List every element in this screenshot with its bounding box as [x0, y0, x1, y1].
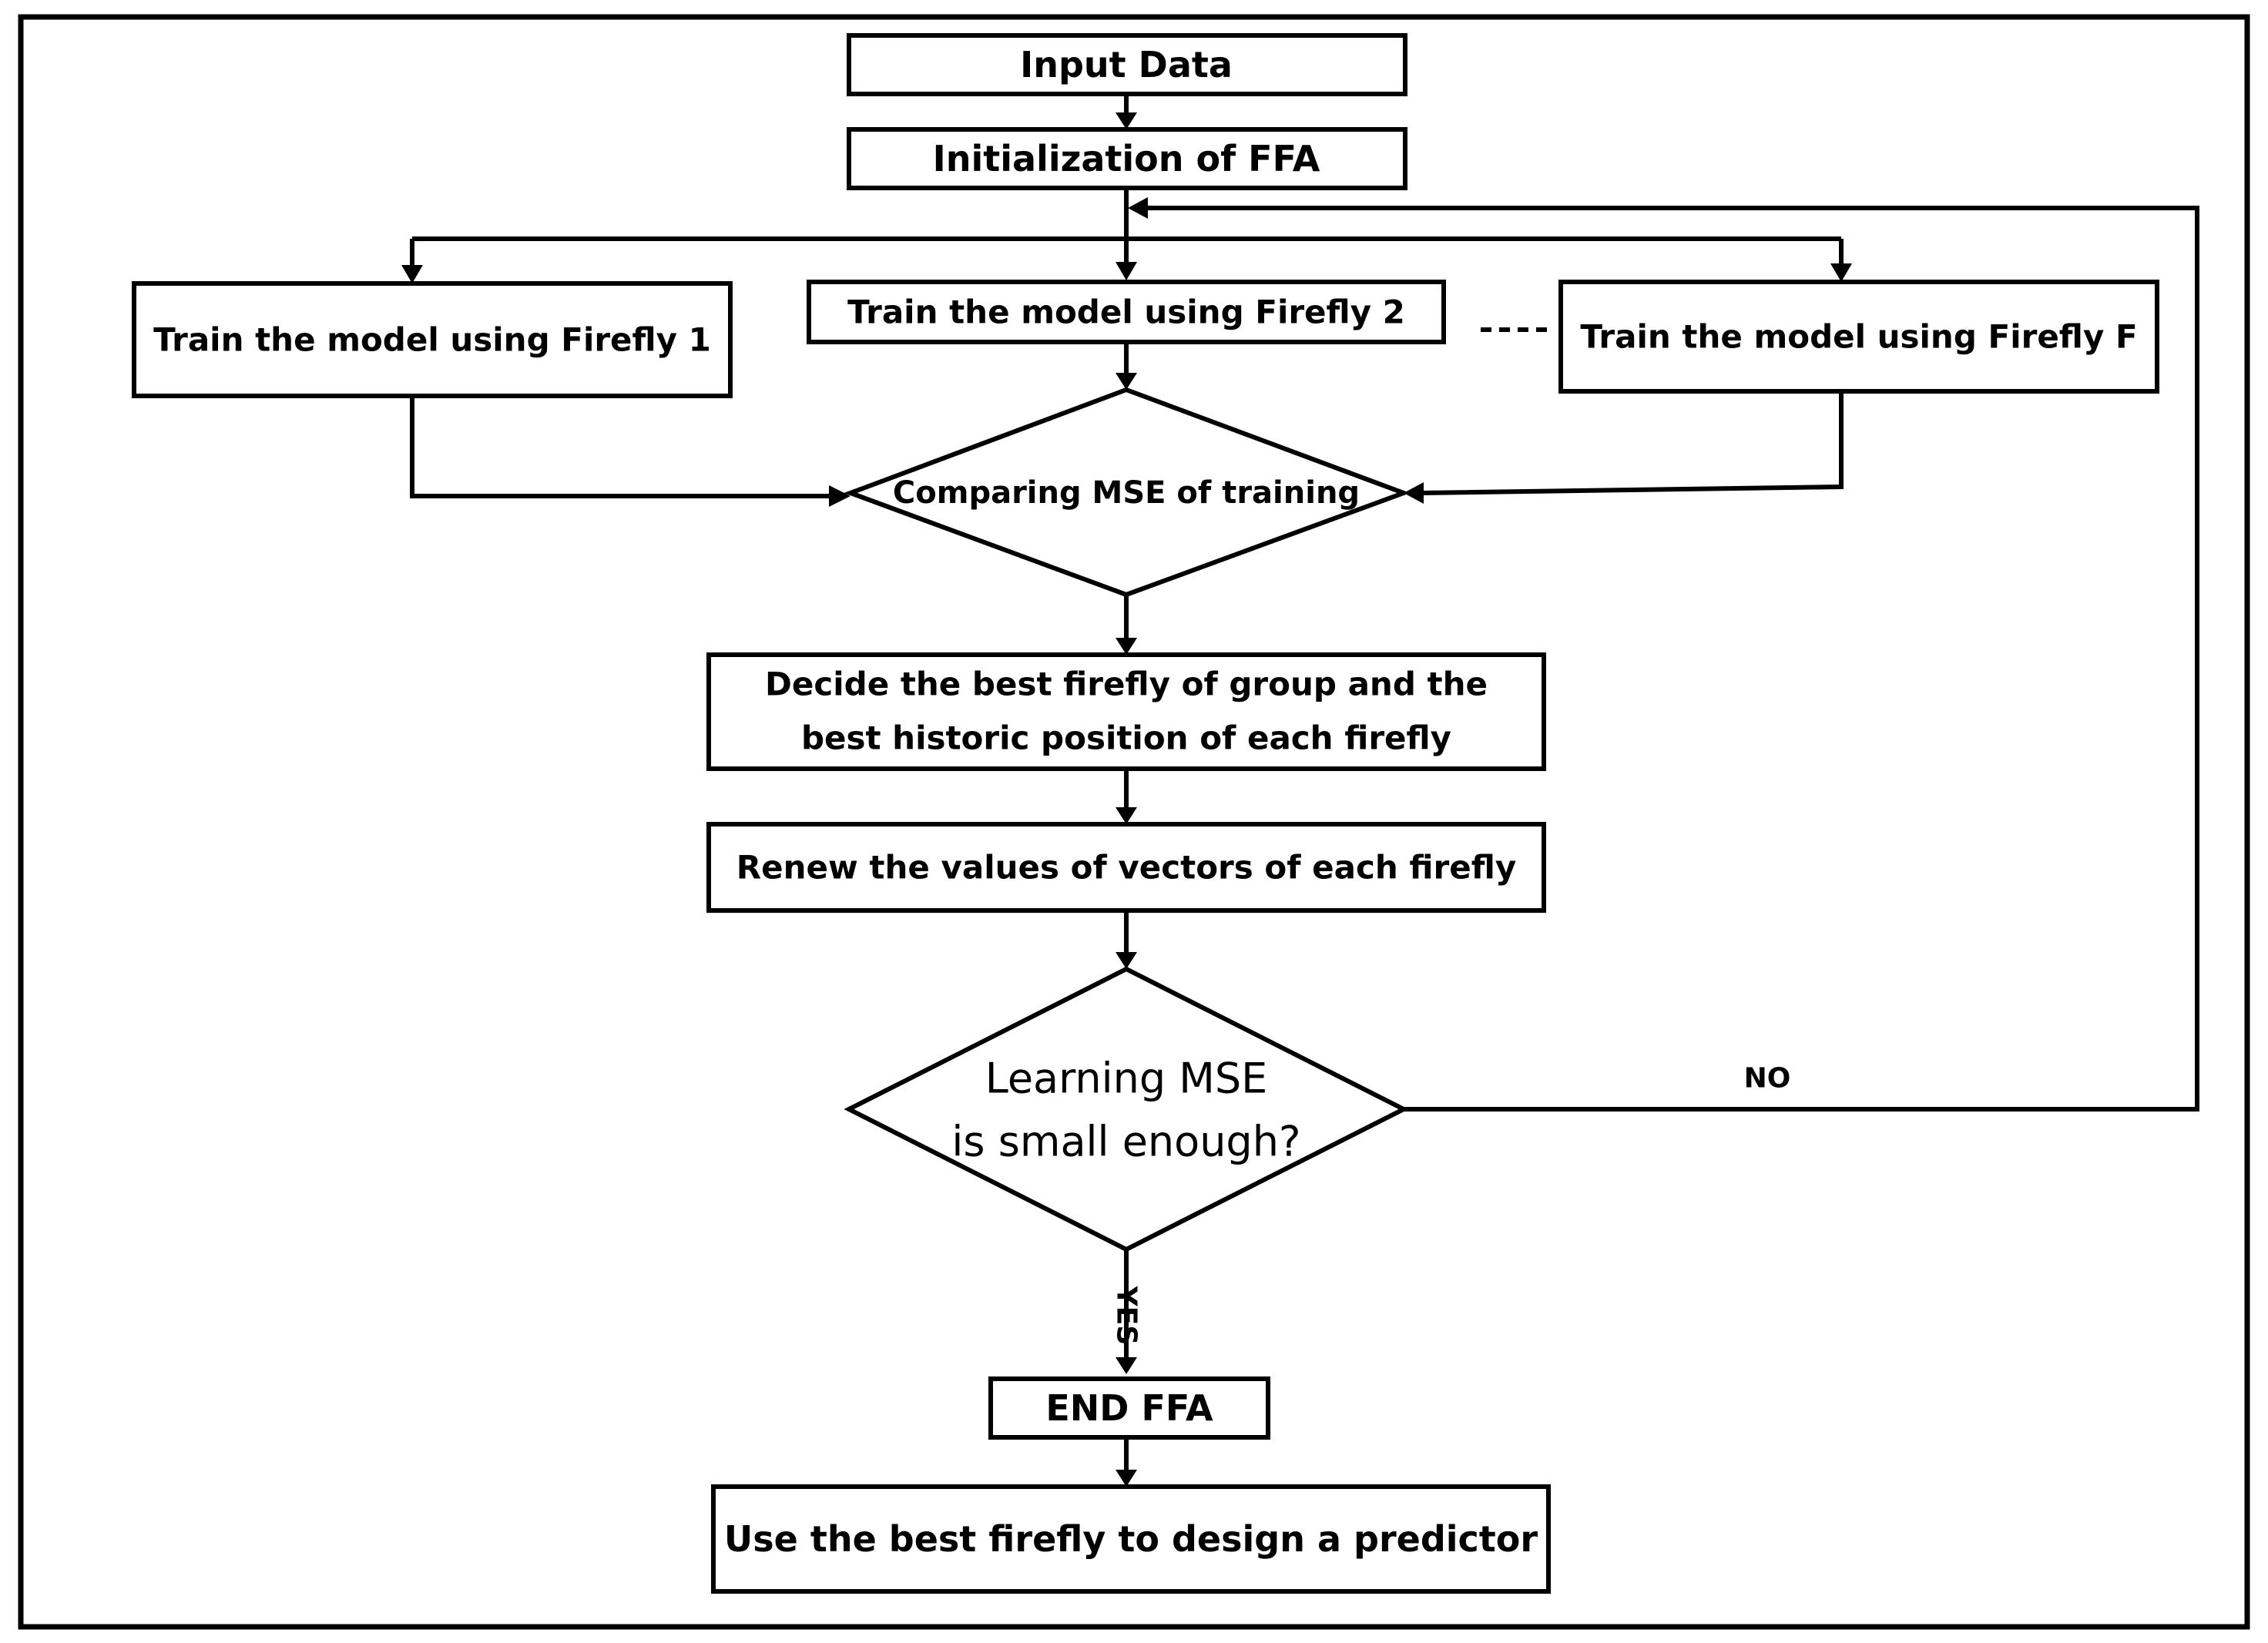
node-init-ffa-label: Initialization of FFA: [933, 138, 1320, 179]
edge-trainf-to-compare: [1421, 391, 1844, 495]
arrow-head: [1116, 1470, 1137, 1487]
arrow-head: [1116, 112, 1137, 129]
arrow-head: [1116, 952, 1137, 969]
node-train-firefly-f: Train the model using Firefly F: [1558, 280, 2159, 394]
outer-frame: [18, 14, 2250, 1630]
edge-train1-to-compare: [410, 396, 832, 498]
arrow-head: [1404, 482, 1424, 504]
node-end-ffa-label: END FFA: [1045, 1387, 1213, 1429]
edge-label-no: NO: [1744, 1063, 1791, 1095]
arrow-head: [829, 485, 850, 507]
edge-label-yes: YES: [1111, 1286, 1142, 1346]
node-decide-line2: best historic position of each firefly: [801, 719, 1451, 757]
node-learning-line2: is small enough?: [951, 1118, 1300, 1166]
node-learning-line1: Learning MSE: [985, 1055, 1268, 1103]
edge-no-loop: [1145, 206, 2199, 1112]
node-train-f-label: Train the model using Firefly F: [1580, 318, 2137, 356]
arrow-head: [1116, 373, 1137, 390]
node-end-ffa: END FFA: [988, 1376, 1270, 1440]
arrow-head: [1116, 638, 1137, 655]
node-learning-mse: Learning MSE is small enough?: [844, 966, 1409, 1252]
node-renew-vectors: Renew the values of vectors of each fire…: [706, 822, 1546, 913]
arrow-head: [1830, 263, 1852, 282]
node-train-2-label: Train the model using Firefly 2: [847, 293, 1405, 331]
node-train-firefly-2: Train the model using Firefly 2: [807, 280, 1446, 344]
node-input-data-label: Input Data: [1020, 44, 1233, 86]
node-renew-label: Renew the values of vectors of each fire…: [736, 849, 1516, 887]
arrow-head: [1128, 197, 1148, 219]
node-input-data: Input Data: [847, 33, 1407, 96]
arrow-head: [1116, 262, 1137, 280]
arrow-head: [1116, 807, 1137, 824]
node-decide-line1: Decide the best firefly of group and the: [765, 666, 1488, 703]
node-train-firefly-1: Train the model using Firefly 1: [132, 281, 733, 398]
node-use-best-label: Use the best firefly to design a predict…: [724, 1518, 1538, 1560]
arrow-head: [1116, 1357, 1137, 1374]
node-decide-best: Decide the best firefly of group and the…: [706, 652, 1546, 771]
node-init-ffa: Initialization of FFA: [847, 127, 1407, 190]
node-compare-mse: Comparing MSE of training: [844, 387, 1411, 598]
node-compare-mse-label: Comparing MSE of training: [893, 475, 1360, 511]
node-train-1-label: Train the model using Firefly 1: [153, 321, 711, 359]
arrow-head: [401, 265, 423, 283]
node-use-best: Use the best firefly to design a predict…: [711, 1484, 1551, 1594]
